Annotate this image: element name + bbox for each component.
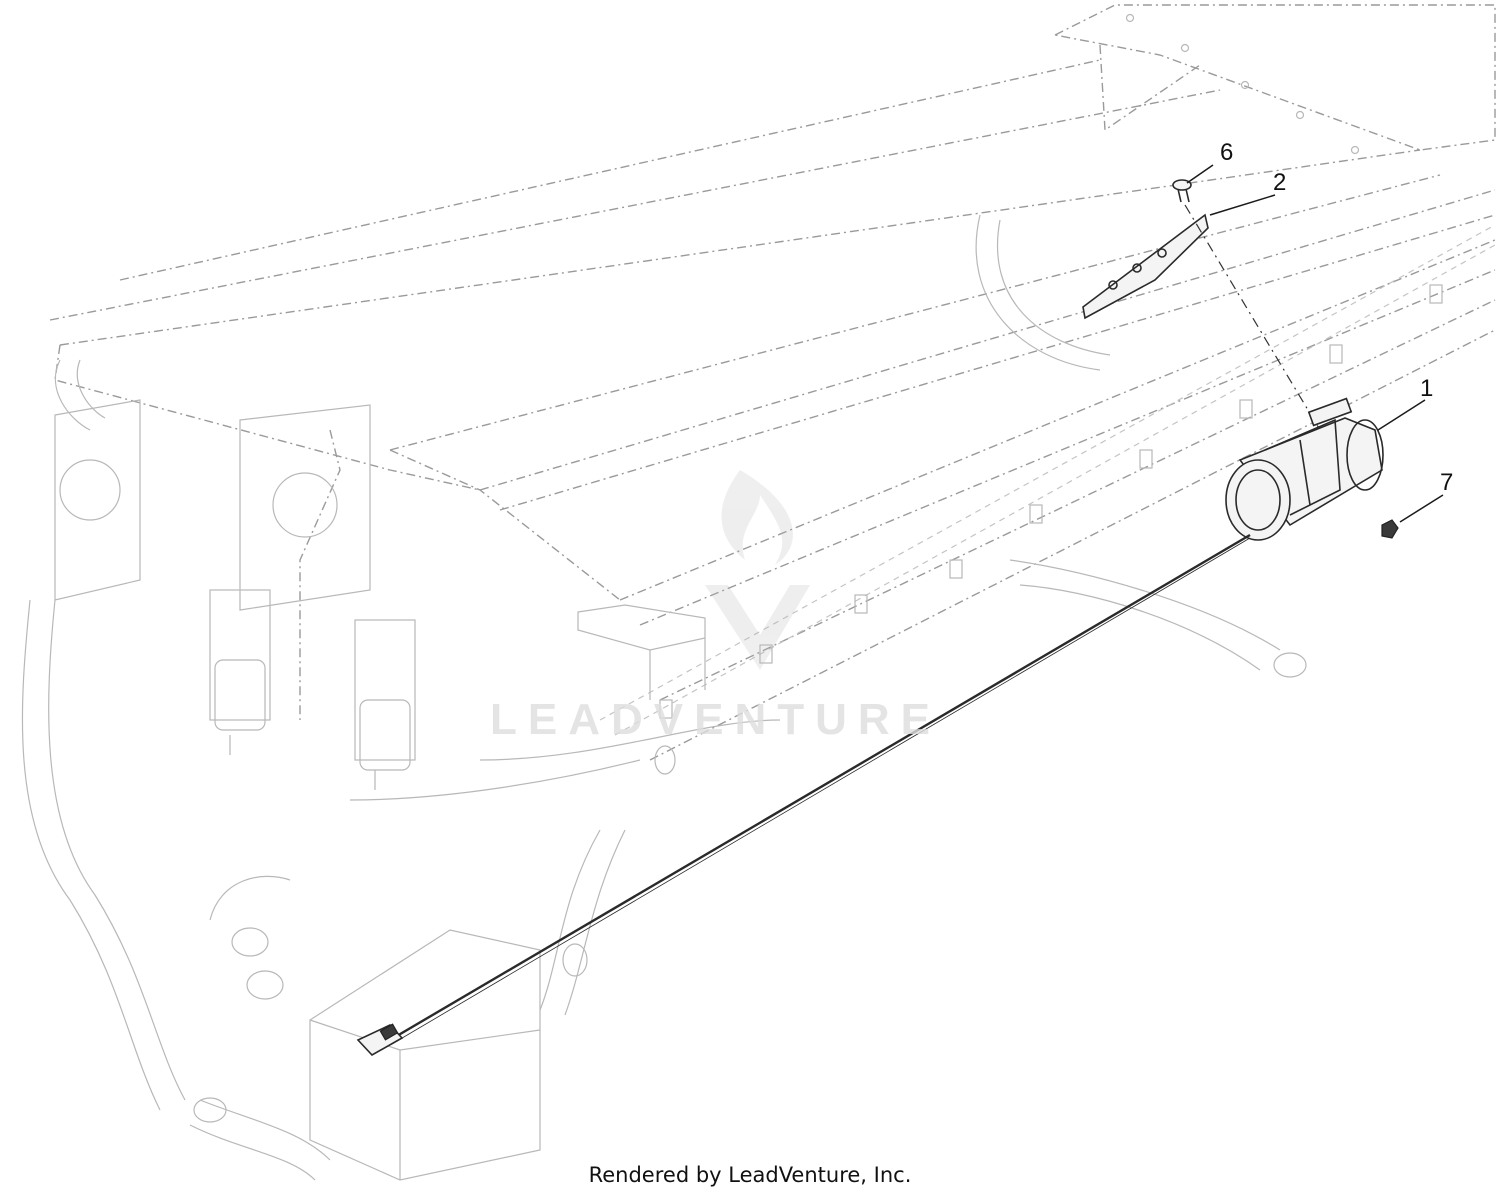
junction-box-ghost <box>577 604 706 700</box>
battery-ghost <box>309 929 541 1181</box>
leader-lines <box>1186 164 1444 523</box>
canister-part-1[interactable] <box>1225 397 1384 541</box>
sensor-lead-wire[interactable] <box>356 533 1251 1057</box>
upper-cover-ghost <box>1052 4 1496 155</box>
flame-logo-icon <box>705 470 810 670</box>
footer-credit: Rendered by LeadVenture, Inc. <box>588 1163 912 1187</box>
hose-routing-ghost <box>21 214 1281 1181</box>
plate-part-2[interactable] <box>1082 213 1209 320</box>
nut-part-7[interactable] <box>1381 519 1399 539</box>
callout-6: 6 <box>1220 139 1233 166</box>
alignment-line <box>1184 204 1321 431</box>
hose-fittings-ghost <box>193 652 1307 1123</box>
bolt-part-6[interactable] <box>1172 179 1192 203</box>
frame-beam-ghost <box>49 59 1496 761</box>
control-panel-ghost <box>54 399 416 790</box>
fuel-line-rail-ghost <box>599 224 1496 736</box>
callout-2: 2 <box>1273 169 1286 196</box>
watermark-text: LEADVENTURE <box>490 695 942 744</box>
callout-1: 1 <box>1420 375 1433 402</box>
callout-7: 7 <box>1440 469 1453 496</box>
